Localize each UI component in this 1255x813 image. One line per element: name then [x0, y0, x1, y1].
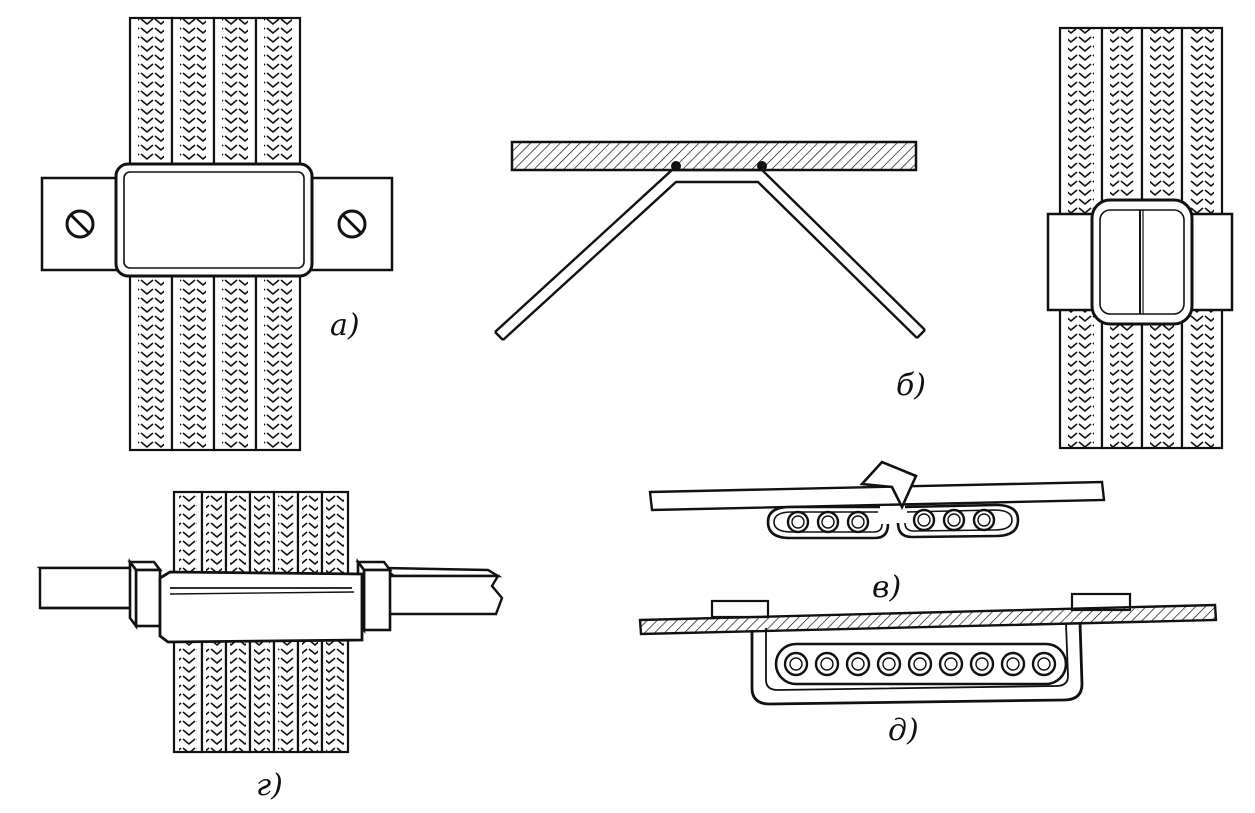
clamp-strap-g	[158, 570, 364, 644]
clamp-bracket-a	[114, 162, 314, 278]
panel-b: б)	[494, 140, 926, 403]
buckle-right	[1090, 198, 1194, 326]
ceiling-plate-b	[510, 140, 918, 172]
panel-label-b: б)	[896, 368, 926, 403]
weld-point	[757, 161, 767, 171]
panel-v: в)	[648, 460, 1106, 605]
support-plate-d	[638, 603, 1218, 636]
panel-g: г)	[36, 490, 504, 803]
screw-icon	[337, 209, 367, 239]
panel-d: д)	[638, 592, 1218, 748]
cable-cores-d	[783, 651, 1057, 677]
panel-label-v: в)	[872, 570, 901, 605]
wire-hanger-b	[494, 168, 926, 341]
panel-right-bundle	[1046, 26, 1234, 450]
clip-right-v	[896, 503, 1020, 539]
wedge-lock-v	[859, 460, 918, 511]
panel-a: а)	[40, 16, 394, 452]
weld-point	[671, 161, 681, 171]
cable-bundle-a-bottom	[128, 273, 302, 452]
cable-bundle-g-top	[172, 490, 350, 586]
panel-label-a: а)	[330, 308, 360, 343]
tab-left-d	[710, 599, 770, 619]
support-strip-v	[648, 480, 1106, 512]
clip-left-v	[766, 505, 890, 540]
screw-icon	[65, 209, 95, 239]
panel-label-g: г)	[256, 768, 283, 803]
cable-bundle-g-bottom	[172, 638, 350, 754]
panel-label-d: д)	[888, 713, 919, 748]
nut-left-g	[127, 558, 163, 630]
cable-bundle-a-top	[128, 16, 302, 170]
